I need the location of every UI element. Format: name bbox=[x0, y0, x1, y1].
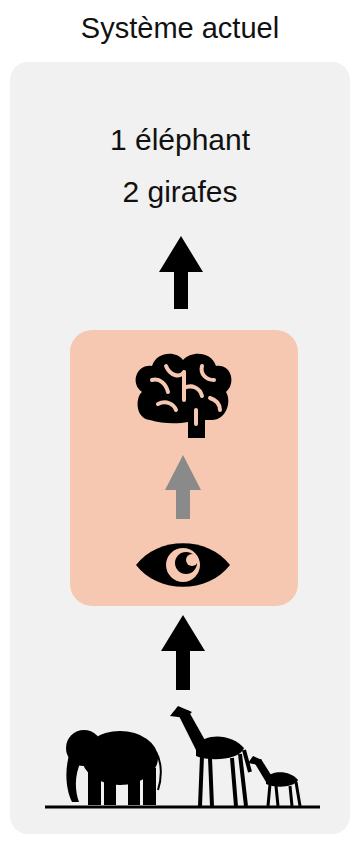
elephant-leg bbox=[143, 768, 156, 805]
giraffe-legs bbox=[200, 750, 250, 806]
output-count: 1 éléphant bbox=[0, 120, 360, 160]
elephant-tail bbox=[156, 752, 161, 790]
elephant-trunk bbox=[66, 752, 82, 802]
eye-outline bbox=[136, 543, 230, 587]
giraffe-head bbox=[170, 706, 192, 718]
input-arrow bbox=[161, 615, 205, 690]
output-count: 2 girafes bbox=[0, 172, 360, 212]
calf-legs bbox=[268, 782, 300, 806]
diagram-title: Système actuel bbox=[0, 8, 360, 48]
perception-box bbox=[70, 330, 298, 606]
eye-highlight bbox=[186, 554, 198, 566]
eye-pupil bbox=[175, 552, 197, 574]
brain-icon bbox=[136, 354, 232, 438]
elephant-leg bbox=[104, 772, 116, 805]
eye-icon bbox=[136, 543, 230, 587]
calf-head bbox=[248, 756, 262, 765]
eye-iris bbox=[166, 548, 200, 582]
brain-shape bbox=[136, 354, 232, 438]
ground-line bbox=[45, 806, 320, 809]
giraffe-calf-silhouette bbox=[248, 756, 300, 806]
brain-folds bbox=[152, 366, 220, 424]
elephant-silhouette bbox=[66, 730, 161, 805]
inner-arrow bbox=[165, 455, 201, 519]
elephant-leg bbox=[128, 772, 140, 805]
elephant-leg bbox=[88, 770, 101, 805]
giraffe-silhouette bbox=[170, 706, 250, 806]
output-arrow bbox=[159, 236, 203, 309]
